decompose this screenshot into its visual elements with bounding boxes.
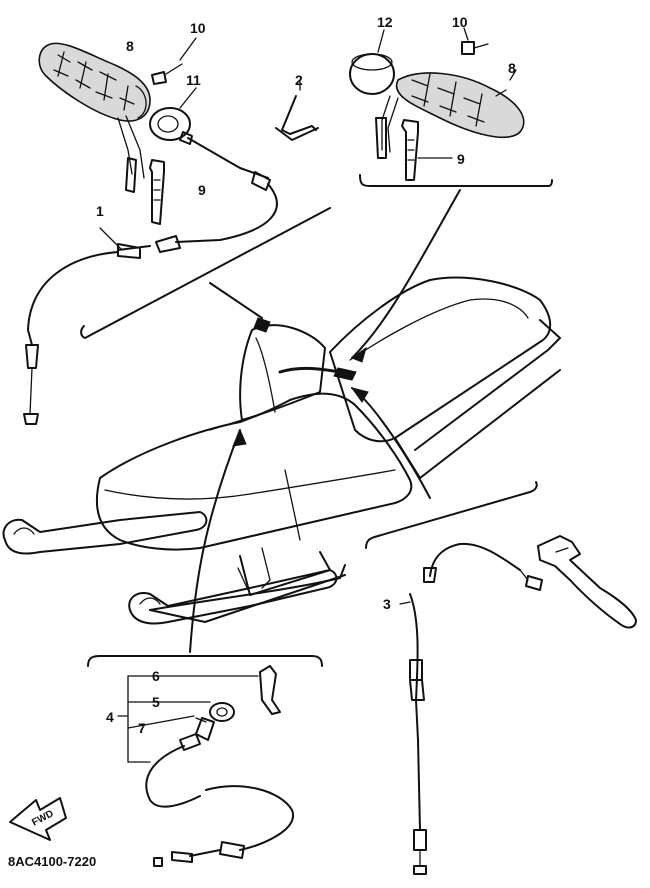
throttle-cable-assembly [365, 481, 637, 875]
diagram-code: 8AC4100-7220 [8, 854, 96, 869]
right-grip-assembly [349, 27, 553, 187]
callout-12: 12 [377, 14, 393, 30]
callout-8-right: 8 [508, 60, 516, 76]
callout-10-right: 10 [452, 14, 468, 30]
callout-2: 2 [295, 72, 303, 88]
snowmobile-body [2, 276, 561, 625]
callout-6: 6 [152, 668, 160, 684]
callout-labels: 1 2 3 4 5 6 7 8 8 9 9 10 10 11 12 [96, 14, 516, 736]
left-grip-assembly [23, 37, 331, 425]
callout-1: 1 [96, 203, 104, 219]
choke-cable-assembly [87, 655, 323, 867]
callout-11: 11 [186, 72, 201, 88]
callout-10-left: 10 [190, 20, 206, 36]
callout-7: 7 [138, 720, 146, 736]
callout-9-left: 9 [198, 182, 206, 198]
reference-leaders [189, 189, 461, 653]
callout-3: 3 [383, 596, 391, 612]
callout-9-right: 9 [457, 151, 465, 167]
fwd-arrow-icon: FWD [9, 797, 67, 841]
callout-4: 4 [106, 709, 114, 725]
callout-5: 5 [152, 694, 160, 710]
callout-8-left: 8 [126, 38, 134, 54]
